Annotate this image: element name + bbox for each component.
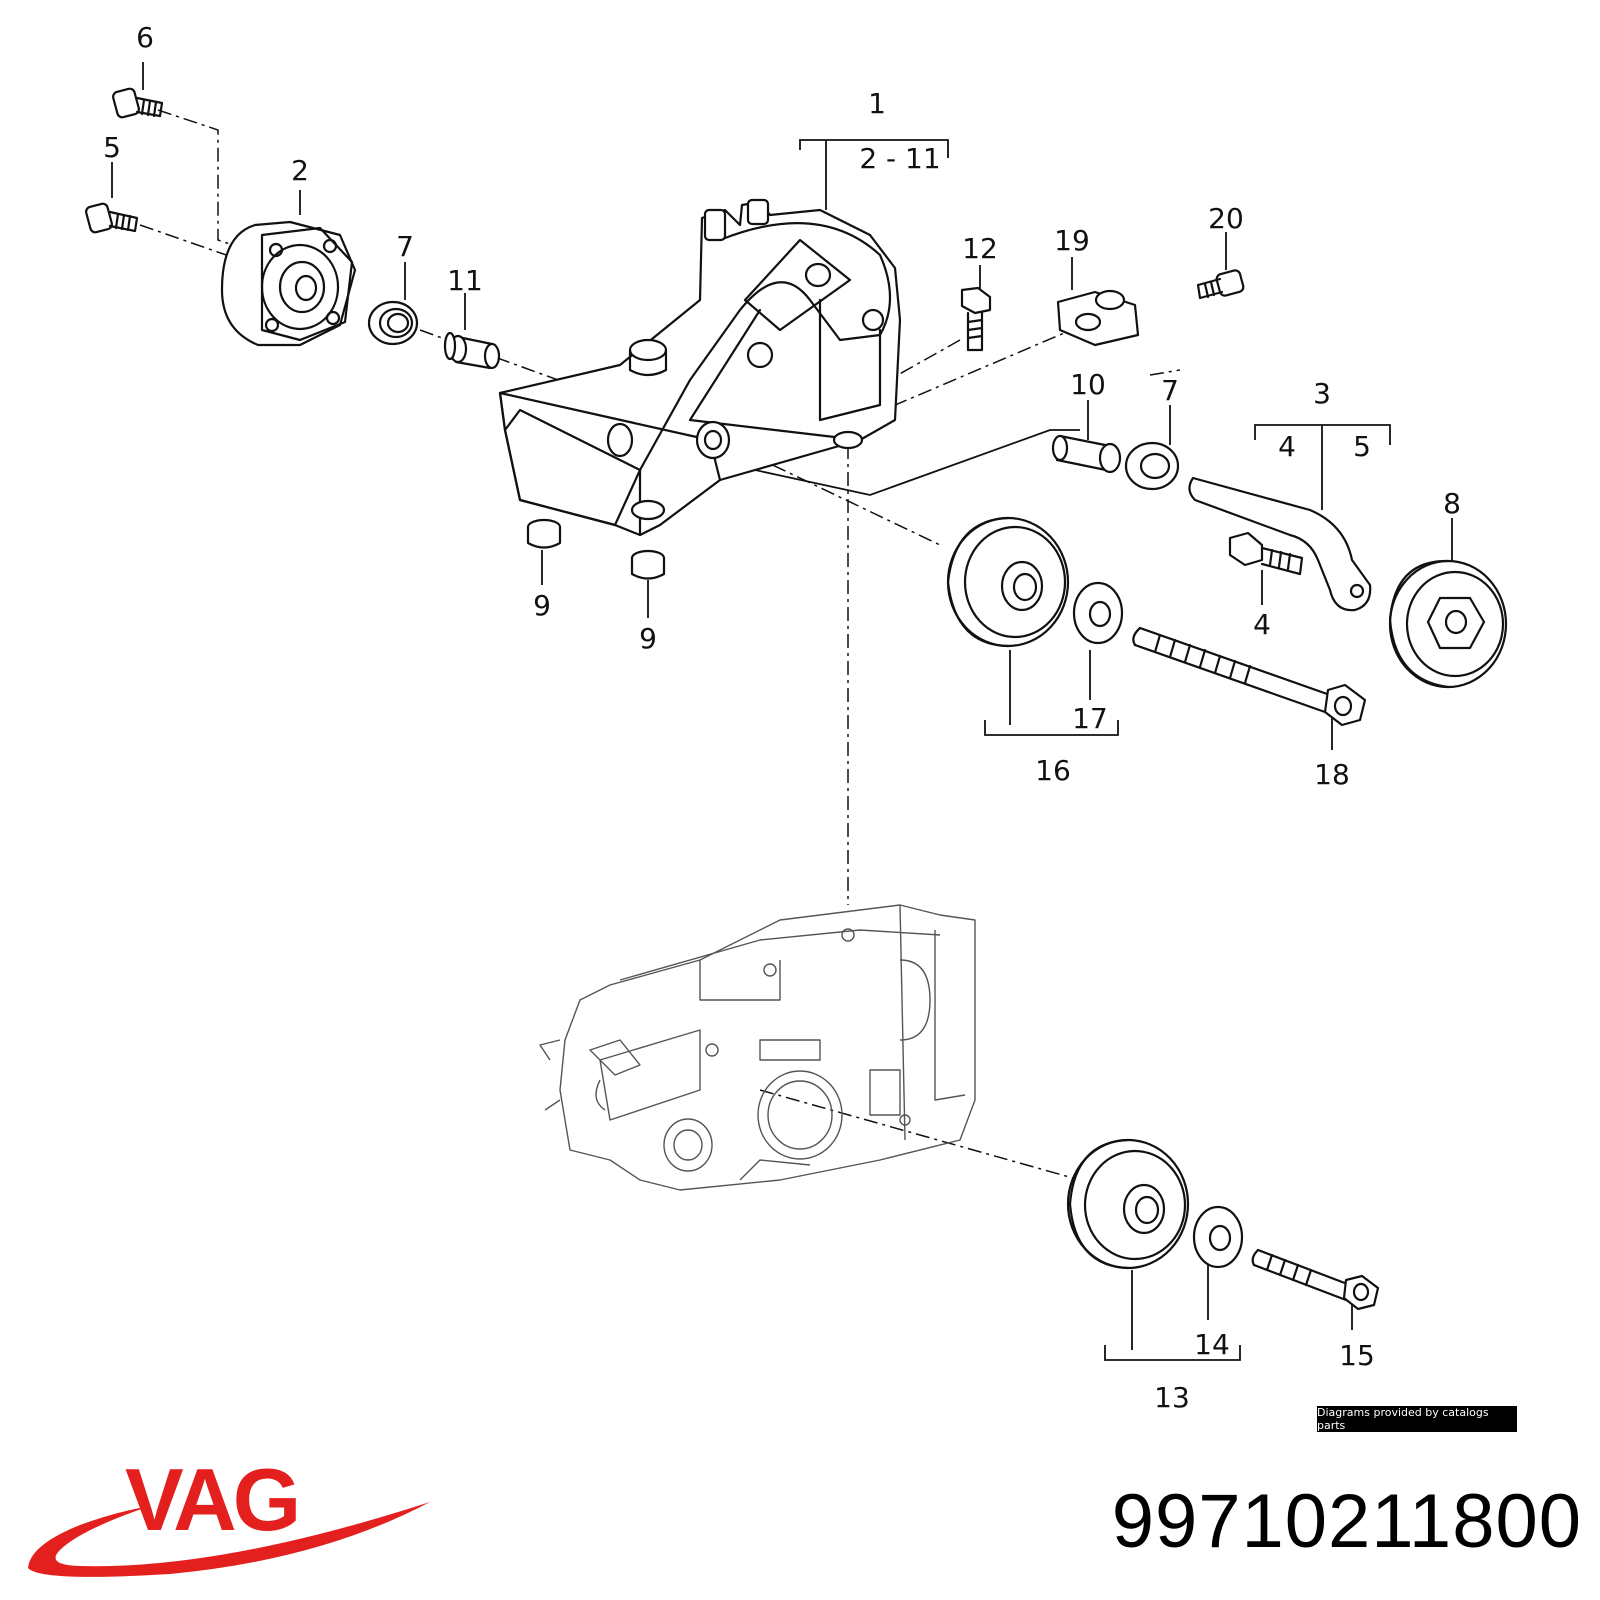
callout-16: 16	[1035, 754, 1071, 787]
seal-ring-7b	[1124, 441, 1180, 491]
callout-8: 8	[1443, 487, 1461, 520]
bushing-11	[443, 331, 501, 370]
bolt-5	[85, 202, 139, 234]
callout-1: 1	[868, 87, 886, 120]
callout-12: 12	[962, 232, 998, 265]
callout-14: 14	[1194, 1328, 1230, 1361]
vag-logo: VAG	[28, 1450, 430, 1577]
callout-17: 17	[1072, 702, 1108, 735]
engine-block	[539, 904, 976, 1191]
callout-labels: 1 2 - 11 2 3 4 5 4 5 6 7 7 8 9 9 10 11 1…	[103, 21, 1461, 1414]
bolt-18	[1132, 626, 1367, 727]
pulley-13	[1066, 1138, 1190, 1270]
bolt-6	[112, 87, 164, 119]
callout-9b: 9	[639, 622, 657, 655]
callout-15: 15	[1339, 1339, 1375, 1372]
bolt-4	[1228, 531, 1304, 576]
flange-bearing-2	[220, 220, 357, 347]
callout-2: 2	[291, 154, 309, 187]
sleeve-9a	[526, 518, 562, 549]
callout-1-range: 2 - 11	[859, 142, 940, 175]
clamp-19	[1056, 289, 1140, 347]
callout-9a: 9	[533, 589, 551, 622]
bushing-10	[1051, 434, 1122, 474]
callout-18: 18	[1314, 758, 1350, 791]
callout-3-sub-4: 4	[1278, 430, 1296, 463]
seal-ring-7a	[367, 300, 419, 346]
callout-13: 13	[1154, 1381, 1190, 1414]
callout-5: 5	[103, 131, 121, 164]
callout-6: 6	[136, 21, 154, 54]
bolt-20	[1196, 269, 1245, 300]
washer-14	[1192, 1205, 1244, 1269]
callout-20: 20	[1208, 202, 1244, 235]
callout-3-sub-5: 5	[1353, 430, 1371, 463]
callout-7b: 7	[1161, 374, 1179, 407]
pulley-16	[946, 516, 1070, 648]
leader-lines	[111, 62, 1453, 1361]
washer-17	[1072, 581, 1124, 645]
bracket-1	[498, 198, 902, 537]
part-number: 99710211800	[1111, 1479, 1582, 1564]
callout-11: 11	[447, 264, 483, 297]
callout-19: 19	[1054, 224, 1090, 257]
vag-logo-text: VAG	[125, 1450, 297, 1549]
callout-7a: 7	[396, 230, 414, 263]
pulley-8	[1388, 559, 1508, 689]
sleeve-9b	[630, 549, 666, 580]
callout-10: 10	[1070, 368, 1106, 401]
callout-4: 4	[1253, 608, 1271, 641]
diagram-credit: Diagrams provided by catalogs parts	[1317, 1406, 1517, 1432]
bolt-12	[960, 286, 992, 352]
callout-3: 3	[1313, 377, 1331, 410]
tensioner-arm-3	[1188, 476, 1372, 612]
bolt-15	[1251, 1248, 1380, 1311]
